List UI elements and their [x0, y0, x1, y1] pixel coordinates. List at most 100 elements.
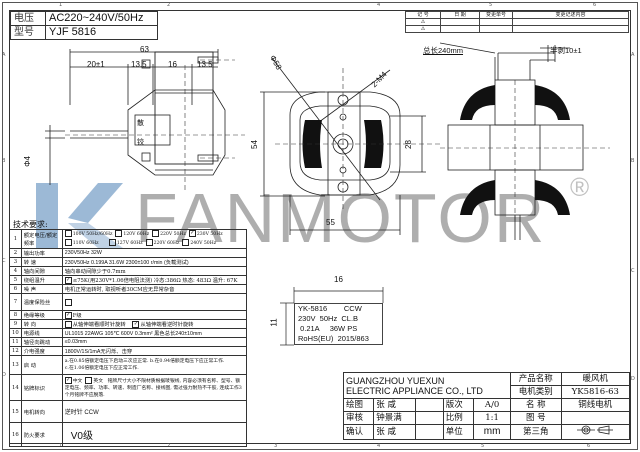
drawing-frame: [9, 10, 631, 444]
zone-row-b: B: [2, 158, 6, 164]
scale-value: 1:1: [473, 411, 512, 425]
checkbox[interactable]: [152, 230, 160, 237]
zone-row-c: C: [631, 268, 635, 274]
zone-markers-top: 1 2 4 5 6: [9, 0, 629, 10]
motor-type-label: 电机类别: [510, 385, 562, 399]
req-label: 转 向: [20, 319, 63, 329]
option-text: 从轴伸端看顺时针旋转: [72, 322, 126, 328]
option-text: 230V 50Hz: [196, 232, 223, 237]
req-value: V0级: [61, 422, 248, 447]
req-label: 轴向间隙: [20, 266, 63, 276]
name-label: 名 称: [510, 398, 562, 412]
req-label: 噪 声: [20, 284, 63, 294]
option-text: 240V 50Hz: [190, 241, 217, 246]
checkbox[interactable]: [145, 239, 153, 246]
nameplate-line-2: 230V 50Hz CL.B: [298, 314, 359, 323]
model-value: YJF 5816: [45, 25, 158, 40]
front-label-bottom: 铰: [137, 138, 144, 146]
rev-header-mark: 记 号: [405, 11, 441, 19]
dim-height: 54: [249, 140, 259, 149]
req-no: 5: [9, 275, 22, 285]
company-name-line2: ELECTRIC APPLIANCE CO., LTD: [346, 385, 483, 396]
checkbox-checked[interactable]: ✓: [188, 230, 196, 237]
option-text: 127V 60Hz: [116, 241, 143, 246]
checkbox[interactable]: [115, 230, 123, 237]
unit-value: mm: [473, 424, 512, 440]
zone-row-a: A: [631, 52, 635, 58]
zone-col-1: 1: [59, 2, 63, 8]
front-label-top: 散: [137, 119, 144, 127]
zone-row-c: C: [2, 258, 6, 264]
req-no: 4: [9, 266, 22, 276]
checkbox[interactable]: [64, 298, 72, 306]
checkbox[interactable]: [64, 321, 72, 328]
req-label: 介电强度: [20, 346, 63, 356]
confirm-label: 确认: [342, 424, 375, 440]
req-label: 启 动: [20, 355, 63, 375]
req-no: 8: [9, 310, 22, 320]
product-name-label: 产品名称: [510, 372, 562, 386]
req-value: ≤75K(用230V*1.06倍电阻法测) 冷态:386Ω 热态: 483Ω 温…: [72, 278, 238, 284]
zone-col-6: 6: [593, 2, 597, 8]
req-label: 电机转向: [20, 400, 63, 423]
zone-col-4: 4: [377, 443, 381, 449]
warning-triangle-icon: ⚠: [405, 18, 441, 26]
dim-segment-2: 16: [168, 60, 177, 69]
req-no: 3: [9, 257, 22, 267]
req-label: 额定电压/额定频率: [20, 229, 63, 249]
projection-label: 第三角: [510, 424, 562, 440]
company-name-line1: GUANGZHOU YUEXUN: [346, 375, 445, 386]
motor-type-value: YK5816-63: [560, 385, 631, 399]
req-label: 绝缘等级: [20, 310, 63, 320]
req-value-2: c.在1.06倍额定电压下应正常工作.: [64, 366, 139, 371]
req-no: 11: [9, 337, 22, 347]
req-label: 转 速: [20, 257, 63, 267]
req-value: 轴向串动间隙少于0.7mm: [61, 266, 248, 276]
option-text: 英文: [93, 378, 104, 384]
top-view-drawing: [440, 42, 610, 240]
req-label: 温度保险丝: [20, 293, 63, 311]
third-angle-projection-icon: [577, 425, 614, 435]
zone-row-a: A: [2, 52, 6, 58]
checkbox[interactable]: [108, 239, 116, 246]
zone-row-d: D: [631, 376, 635, 382]
req-no: 13: [9, 355, 22, 375]
rev-header-description: 变更记述内容: [512, 11, 629, 19]
nameplate-width-dim: 16: [334, 275, 343, 284]
side-view-drawing: [260, 57, 440, 235]
nameplate-height-dim: 11: [269, 318, 279, 327]
checkbox-checked[interactable]: ✓: [64, 376, 72, 384]
req-no: 6: [9, 284, 22, 294]
option-text: 220V 50Hz: [160, 232, 186, 237]
zone-row-d: D: [2, 372, 6, 378]
name-value: 铜线电机: [560, 398, 631, 412]
confirmed-by: 张 咸: [373, 424, 416, 440]
rev-row: ⚠: [405, 25, 629, 33]
voltage-value: AC220~240V/50Hz: [45, 11, 158, 26]
req-value: 铭牌尺寸大小不限材质根据唛银线, 内容必须有名称、型号、额定电压、频率、功率、转…: [64, 378, 242, 398]
checkbox[interactable]: [64, 239, 72, 246]
zone-col-6: 6: [587, 443, 591, 449]
checkbox[interactable]: [182, 239, 190, 246]
checkbox[interactable]: [64, 230, 72, 237]
req-value: UL1015 22AWG 105℃ 600V 0.3mm² 黑色总长240±10…: [61, 328, 248, 338]
req-no: 9: [9, 319, 22, 329]
option-text: 120V 60Hz: [123, 232, 150, 237]
checkbox[interactable]: [85, 376, 93, 384]
checkbox-checked[interactable]: ✓: [132, 321, 140, 328]
checkbox-checked[interactable]: ✓: [64, 312, 72, 319]
nameplate-line-4: RoHS(EU) 2015/863: [298, 334, 369, 343]
zone-col-4: 4: [377, 2, 381, 8]
rev-row: ⚠: [405, 18, 629, 26]
checked-by: 钟景满: [373, 411, 416, 425]
zone-col-2: 2: [167, 2, 171, 8]
checkbox-checked[interactable]: ✓: [64, 277, 72, 284]
